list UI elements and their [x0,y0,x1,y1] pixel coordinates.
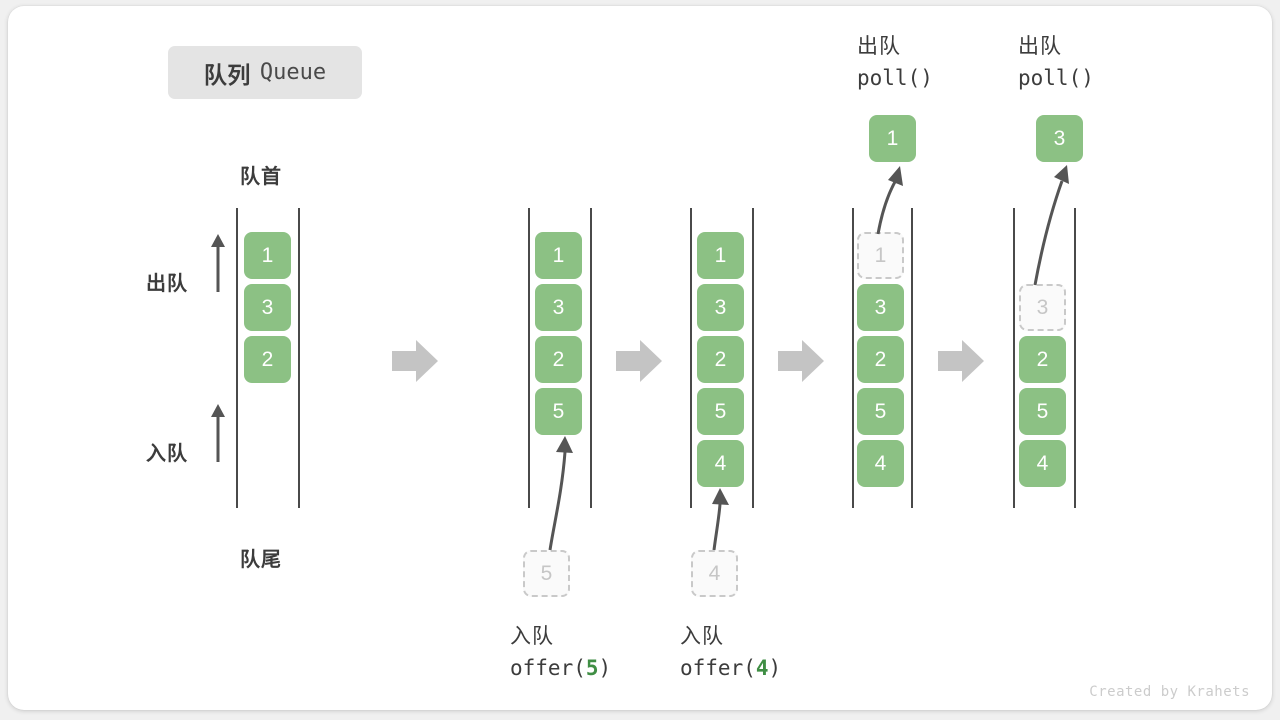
stage-op-call: poll() [1018,66,1094,90]
queue-cell: 3 [244,284,291,331]
queue-rear-label: 队尾 [240,549,282,571]
queue-rail-left-3 [690,208,692,508]
op-call-suffix: ) [768,656,782,680]
queue-ghost-cell: 5 [523,550,570,597]
dequeue-direction-label: 出队 [146,273,188,295]
title-cn: 队列 [203,61,251,88]
dequeued-result-cell: 3 [1036,115,1083,162]
title-badge: 队列 Queue [168,46,362,99]
enqueue-direction-label: 入队 [146,443,188,465]
op-call-suffix: ) [598,656,612,680]
dequeue-motion-arrow-icon [876,166,903,235]
stage-separator-arrow-icon [938,340,984,382]
op-call-value: 4 [755,656,769,680]
queue-rail-right-4 [911,208,913,508]
stage-separator-arrow-icon [392,340,438,382]
stage-op-call: offer(5) [510,656,611,680]
op-call-prefix: poll( [1018,66,1082,90]
enqueue-motion-arrow-icon [548,436,573,551]
queue-cell: 5 [1019,388,1066,435]
queue-rail-left-2 [528,208,530,508]
op-call-value: 5 [585,656,599,680]
stage-op-call: offer(4) [680,656,781,680]
queue-ghost-cell: 1 [857,232,904,279]
queue-ghost-cell: 3 [1019,284,1066,331]
op-call-prefix: offer( [680,656,756,680]
stage-separator-arrow-icon [778,340,824,382]
queue-rail-left-1 [236,208,238,508]
queue-cell: 2 [244,336,291,383]
queue-ghost-cell: 4 [691,550,738,597]
stage-op-call: poll() [857,66,933,90]
enqueue-direction-arrow-icon [211,404,225,462]
queue-rail-right-3 [752,208,754,508]
queue-front-label: 队首 [240,166,282,188]
queue-rail-right-2 [590,208,592,508]
title-en: Queue [259,60,327,85]
queue-rail-right-1 [298,208,300,508]
op-call-prefix: offer( [510,656,586,680]
stage-op-label: 入队 [680,625,724,648]
stage-op-label: 入队 [510,625,554,648]
queue-cell: 3 [857,284,904,331]
stage-op-label: 出队 [857,35,901,58]
dequeued-result-cell: 1 [869,115,916,162]
queue-cell: 4 [697,440,744,487]
queue-cell: 2 [857,336,904,383]
stage-separator-arrow-icon [616,340,662,382]
footer-credit: Created by Krahets [1089,684,1250,700]
queue-cell: 1 [244,232,291,279]
queue-rail-right-5 [1074,208,1076,508]
dequeue-motion-arrow-icon [1033,165,1069,286]
queue-rail-left-4 [852,208,854,508]
queue-rail-left-5 [1013,208,1015,508]
enqueue-motion-arrow-icon [712,488,729,551]
queue-cell: 4 [857,440,904,487]
queue-cell: 5 [535,388,582,435]
dequeue-direction-arrow-icon [211,234,225,292]
queue-cell: 4 [1019,440,1066,487]
op-call-suffix: ) [1081,66,1094,90]
queue-cell: 2 [535,336,582,383]
op-call-suffix: ) [920,66,933,90]
queue-cell: 5 [857,388,904,435]
queue-cell: 2 [1019,336,1066,383]
queue-cell: 1 [535,232,582,279]
stage-op-label: 出队 [1018,35,1062,58]
queue-cell: 1 [697,232,744,279]
queue-cell: 3 [697,284,744,331]
op-call-prefix: poll( [857,66,921,90]
queue-cell: 5 [697,388,744,435]
queue-cell: 2 [697,336,744,383]
queue-cell: 3 [535,284,582,331]
